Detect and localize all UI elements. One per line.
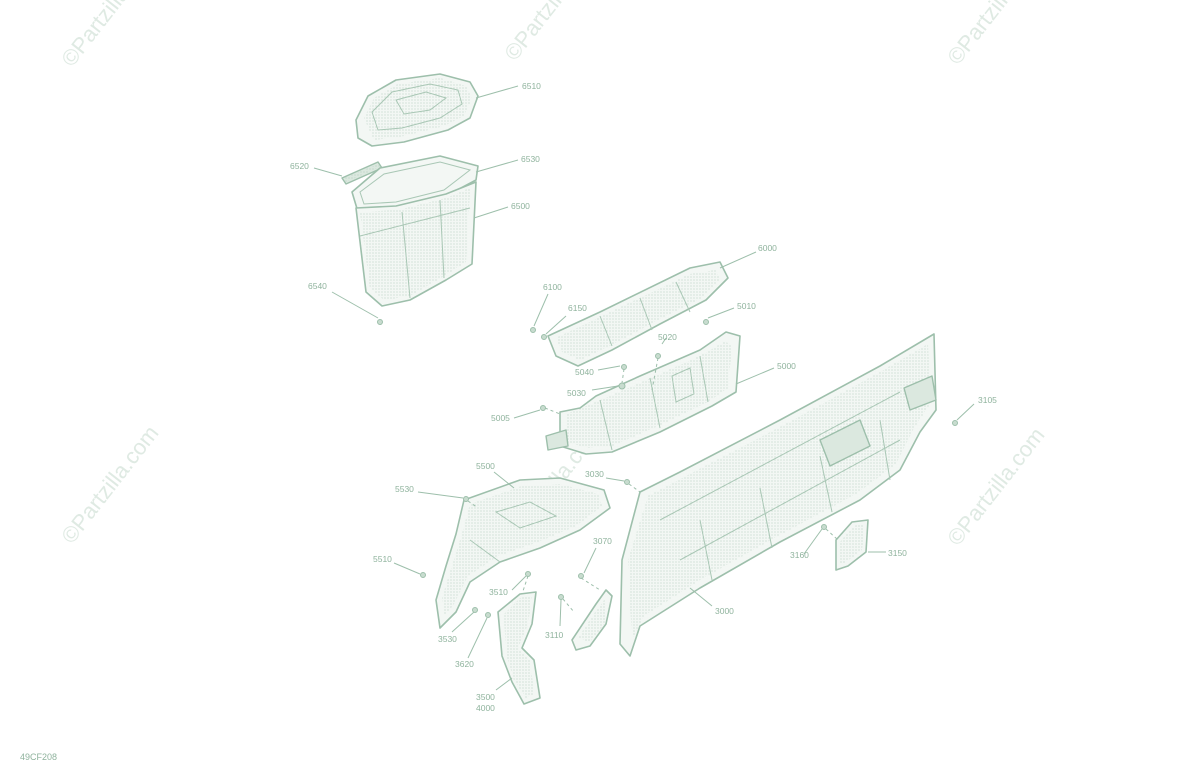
part-bracket[interactable] — [835, 519, 869, 571]
callout-6520[interactable]: 6520 — [290, 161, 309, 171]
callout-6510[interactable]: 6510 — [522, 81, 541, 91]
callout-5000[interactable]: 5000 — [777, 361, 796, 371]
diagram-code: 49CF208 — [20, 752, 58, 762]
callout-6150[interactable]: 6150 — [568, 303, 587, 313]
leader-lines — [313, 85, 975, 691]
callout-3160[interactable]: 3160 — [790, 550, 809, 560]
part-side-trim[interactable] — [571, 589, 613, 651]
callout-5500[interactable]: 5500 — [476, 461, 495, 471]
callout-3510[interactable]: 3510 — [489, 587, 508, 597]
fasteners — [377, 319, 958, 618]
callout-3620[interactable]: 3620 — [455, 659, 474, 669]
callout-6000[interactable]: 6000 — [758, 243, 777, 253]
callout-6530[interactable]: 6530 — [521, 154, 540, 164]
callout-4000[interactable]: 4000 — [476, 703, 495, 713]
callout-5020[interactable]: 5020 — [658, 332, 677, 342]
assembly-guides — [467, 357, 839, 613]
part-lid[interactable] — [355, 73, 479, 147]
callout-3030[interactable]: 3030 — [585, 469, 604, 479]
callout-5010[interactable]: 5010 — [737, 301, 756, 311]
watermark-3: ©Partzilla.com — [942, 0, 1049, 69]
watermark-6: ©Partzilla.com — [942, 423, 1049, 550]
callout-5005[interactable]: 5005 — [491, 413, 510, 423]
callout-5530[interactable]: 5530 — [395, 484, 414, 494]
part-bin-body[interactable] — [355, 181, 477, 307]
callout-3105[interactable]: 3105 — [978, 395, 997, 405]
callout-5030[interactable]: 5030 — [567, 388, 586, 398]
callout-3500[interactable]: 3500 — [476, 692, 495, 702]
part-side-panel[interactable] — [435, 477, 611, 629]
part-console[interactable] — [545, 331, 741, 455]
callouts: 6510 6520 6530 6500 6540 6000 6100 6150 … — [290, 81, 997, 713]
watermark-1: ©Partzilla.com — [56, 0, 163, 71]
callout-3000[interactable]: 3000 — [715, 606, 734, 616]
callout-6100[interactable]: 6100 — [543, 282, 562, 292]
callout-3110[interactable]: 3110 — [545, 630, 564, 640]
part-main-panel[interactable] — [619, 333, 937, 657]
callout-5510[interactable]: 5510 — [373, 554, 392, 564]
callout-3530[interactable]: 3530 — [438, 634, 457, 644]
callout-5040[interactable]: 5040 — [575, 367, 594, 377]
callout-3070[interactable]: 3070 — [593, 536, 612, 546]
callout-6500[interactable]: 6500 — [511, 201, 530, 211]
watermark-4: ©Partzilla.com — [56, 421, 163, 548]
callout-3150[interactable]: 3150 — [888, 548, 907, 558]
callout-6540[interactable]: 6540 — [308, 281, 327, 291]
part-lower-trim[interactable] — [497, 591, 541, 705]
part-console-cover[interactable] — [547, 261, 729, 367]
watermark-2: ©Partzilla.com — [499, 0, 606, 65]
